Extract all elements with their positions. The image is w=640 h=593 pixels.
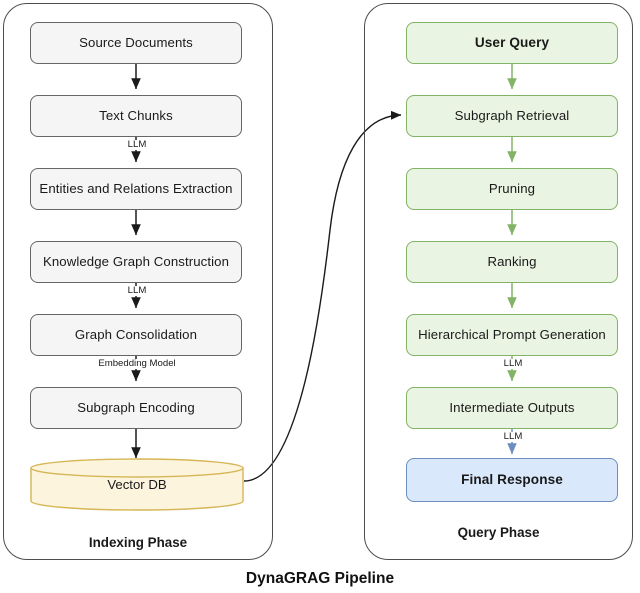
node-label: Source Documents (79, 35, 193, 51)
node-label: Final Response (461, 471, 563, 487)
phase-label-indexing: Indexing Phase (88, 535, 188, 550)
node-hierarchical-prompt-generation[interactable]: Hierarchical Prompt Generation (406, 314, 618, 356)
edge-label-llm-kg-consolidation: LLM (106, 286, 168, 296)
node-final-response[interactable]: Final Response (406, 458, 618, 502)
diagram-title: DynaGRAG Pipeline (245, 570, 395, 587)
edge-label-embedding-model: Embedding Model (76, 359, 198, 369)
edge-label-llm-intermediate-final: LLM (482, 432, 544, 442)
node-label: Graph Consolidation (74, 327, 198, 343)
node-label: Pruning (488, 181, 536, 197)
edge-label-llm-prompt-intermediate: LLM (482, 359, 544, 369)
node-label: Knowledge Graph Construction (42, 254, 230, 270)
node-label: Ranking (487, 254, 537, 270)
node-label: User Query (474, 34, 550, 50)
node-pruning[interactable]: Pruning (406, 168, 618, 210)
phase-container-query (364, 3, 633, 560)
node-label: Subgraph Encoding (77, 400, 195, 416)
node-user-query[interactable]: User Query (406, 22, 618, 64)
node-label: Intermediate Outputs (449, 400, 575, 416)
node-knowledge-graph-construction[interactable]: Knowledge Graph Construction (30, 241, 242, 283)
phase-container-indexing (3, 3, 273, 560)
node-vector-db[interactable]: Vector DB (30, 458, 244, 511)
edge-label-llm-chunks-entities: LLM (106, 140, 168, 150)
node-intermediate-outputs[interactable]: Intermediate Outputs (406, 387, 618, 429)
node-label: Entities and Relations Extraction (39, 181, 233, 197)
node-label: Subgraph Retrieval (454, 108, 570, 124)
node-label: Text Chunks (99, 108, 173, 124)
node-entities-relations-extraction[interactable]: Entities and Relations Extraction (30, 168, 242, 210)
node-subgraph-encoding[interactable]: Subgraph Encoding (30, 387, 242, 429)
node-label: Vector DB (107, 477, 167, 492)
node-source-documents[interactable]: Source Documents (30, 22, 242, 64)
node-graph-consolidation[interactable]: Graph Consolidation (30, 314, 242, 356)
cylinder-shape (30, 458, 244, 511)
phase-label-query: Query Phase (457, 525, 540, 540)
node-ranking[interactable]: Ranking (406, 241, 618, 283)
node-label: Hierarchical Prompt Generation (418, 327, 606, 343)
node-text-chunks[interactable]: Text Chunks (30, 95, 242, 137)
node-subgraph-retrieval[interactable]: Subgraph Retrieval (406, 95, 618, 137)
